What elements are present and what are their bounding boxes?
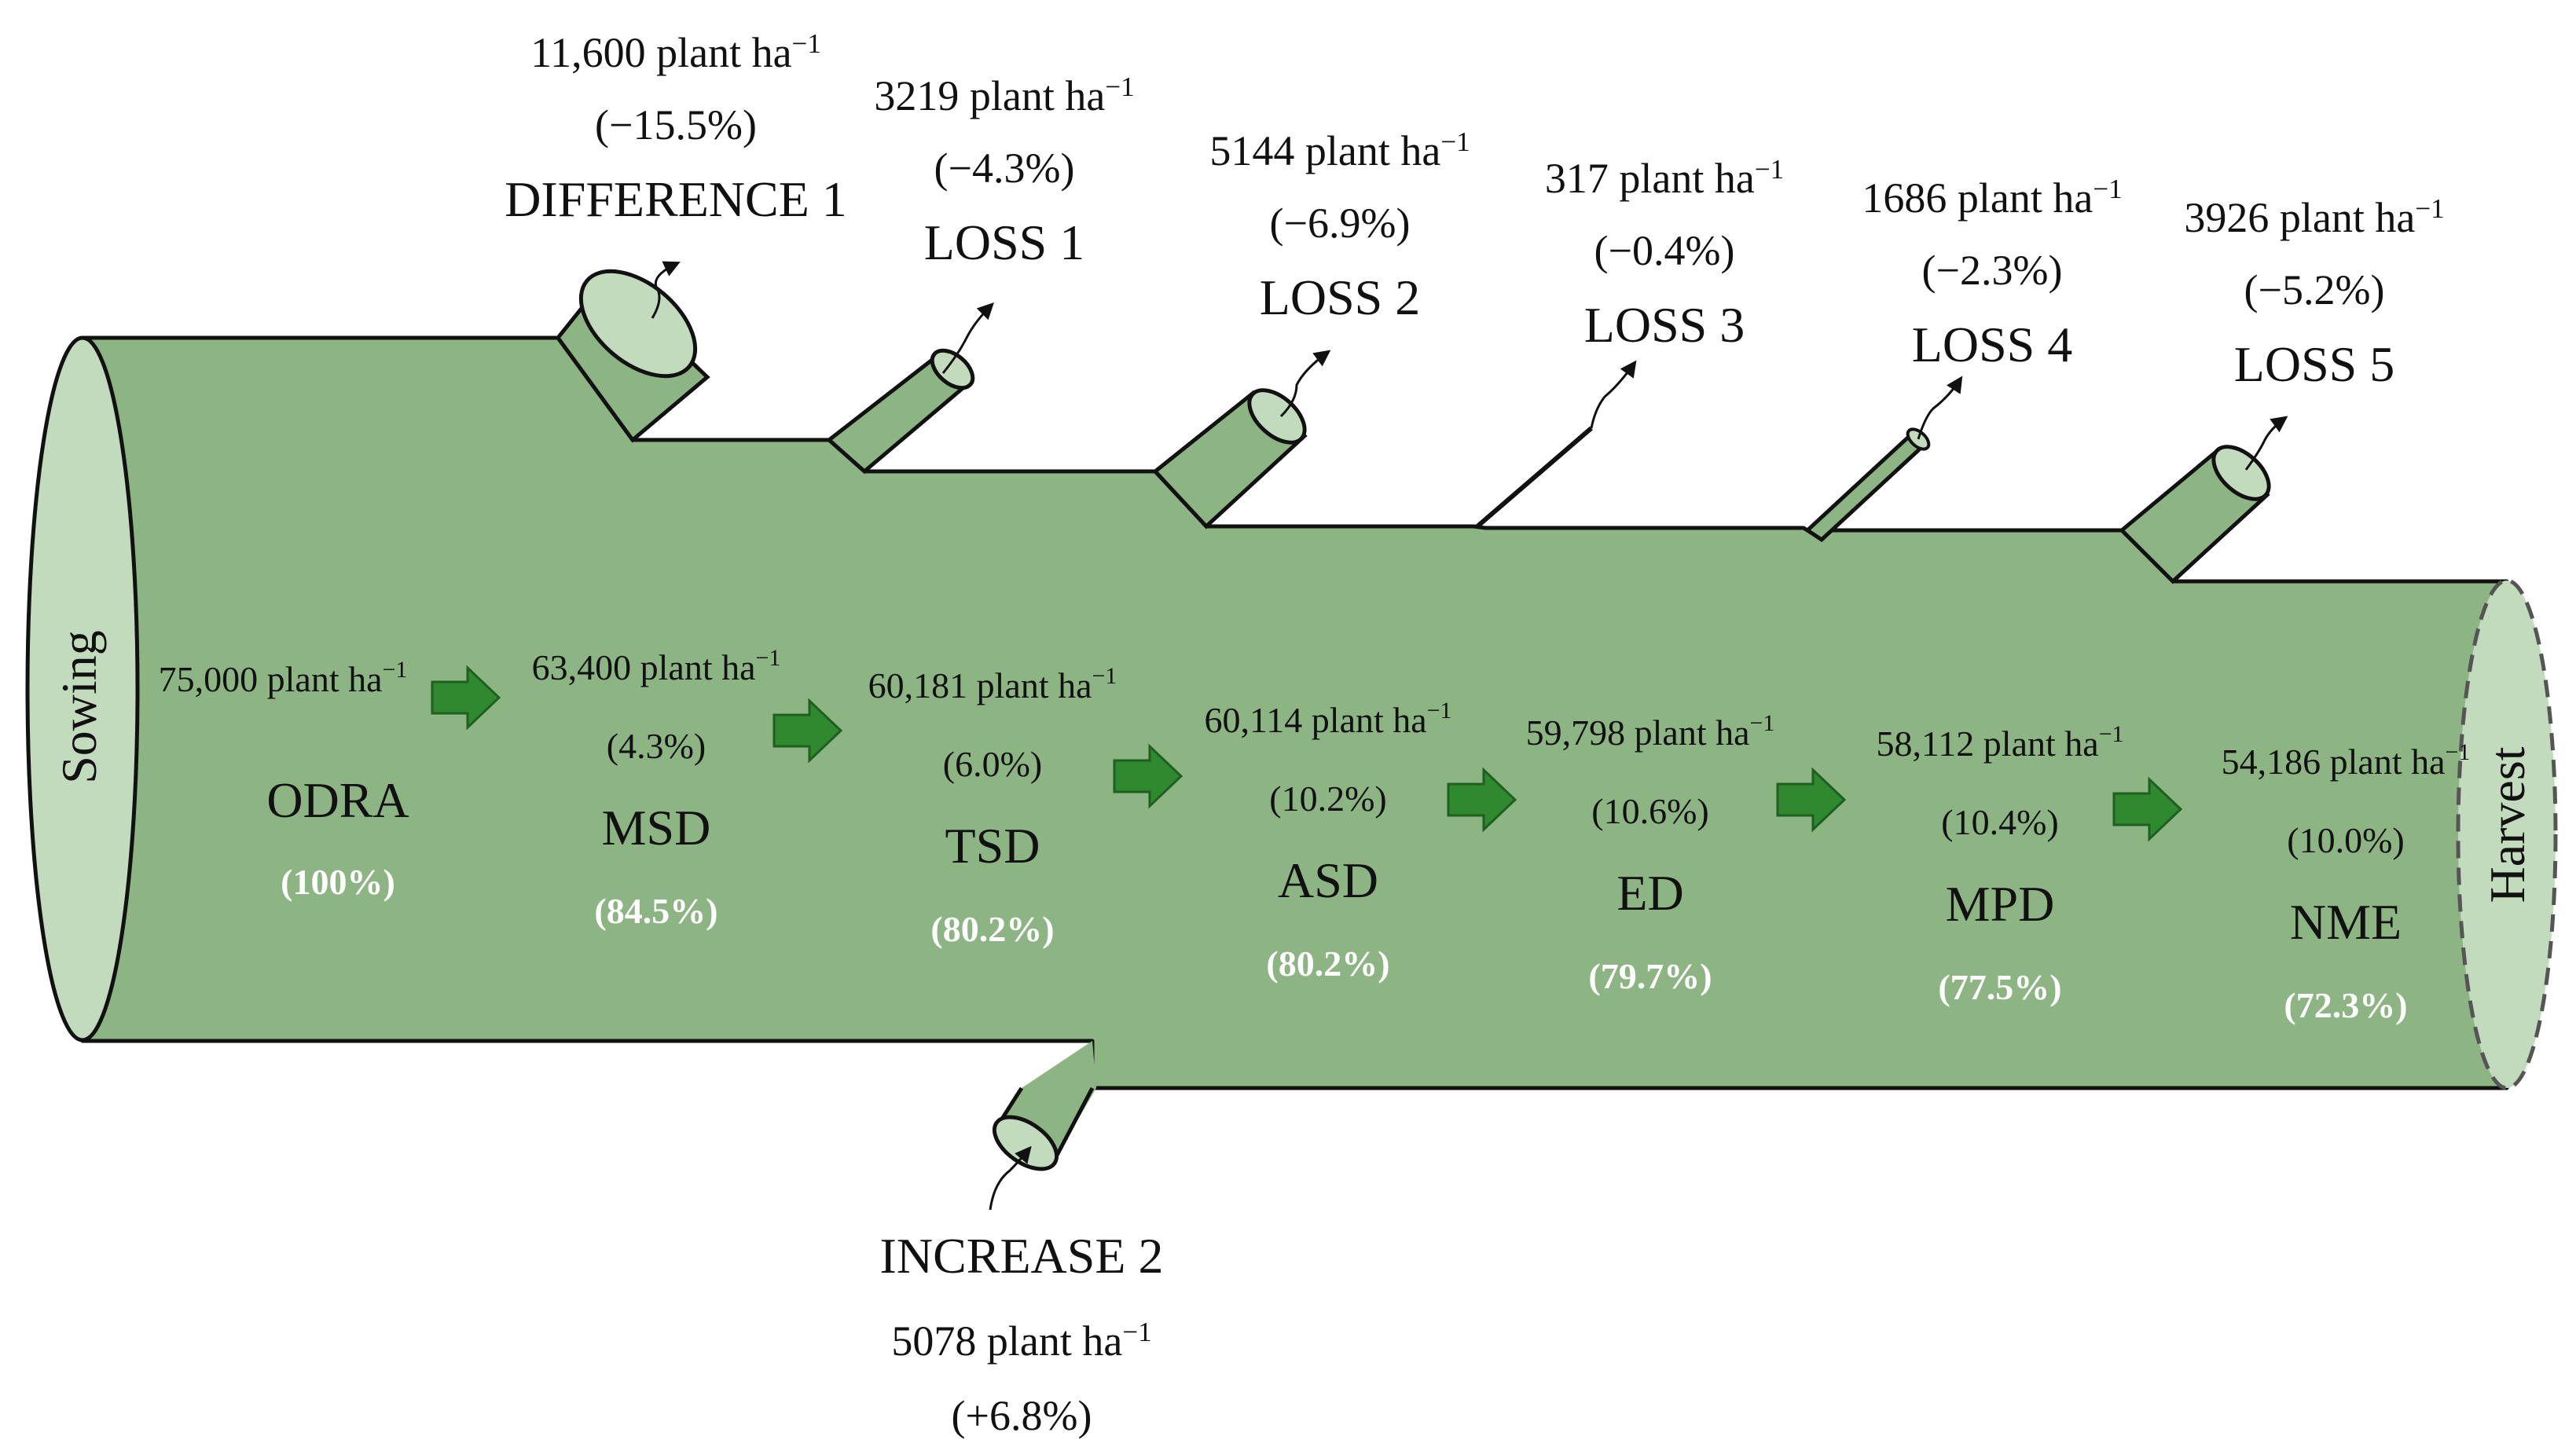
branch-loss-3	[1476, 426, 1593, 529]
stage-count: 54,186 plant ha−1	[2222, 739, 2471, 782]
stage-percent: (77.5%)	[1938, 967, 2061, 1007]
stage-cv: (6.0%)	[943, 744, 1042, 784]
sowing-end-cap	[25, 335, 140, 1042]
stage-arrow	[1776, 767, 1847, 833]
loss-2-percent: (−6.9%)	[1270, 200, 1411, 247]
stage-count: 59,798 plant ha−1	[1526, 710, 1775, 753]
stage-name: MSD	[602, 800, 711, 856]
loss-3-name: LOSS 3	[1584, 297, 1745, 353]
branch-loss-1	[826, 348, 975, 475]
sowing-label: Sowing	[51, 630, 107, 784]
label-loss-4: 1686 plant ha−1 (−2.3%) LOSS 4	[1862, 174, 2122, 372]
label-difference-1: 11,600 plant ha−1 (−15.5%) DIFFERENCE 1	[505, 28, 847, 227]
stage-tsd: 60,181 plant ha−1 (6.0%) TSD (80.2%)	[868, 663, 1117, 949]
branch-arrows	[651, 261, 2288, 1211]
stage-name: ASD	[1278, 852, 1378, 908]
label-loss-2: 5144 plant ha−1 (−6.9%) LOSS 2	[1209, 126, 1470, 325]
increase-2-name: INCREASE 2	[880, 1228, 1164, 1284]
loss-5-count: 3926 plant ha−1	[2184, 193, 2444, 241]
stage-count: 75,000 plant ha−1	[159, 657, 408, 699]
bottom-label: INCREASE 2 5078 plant ha−1 (+6.8%)	[880, 1228, 1164, 1439]
stage-cv: (10.4%)	[1941, 802, 2058, 842]
stage-name: ODRA	[266, 772, 409, 828]
stage-count: 58,112 plant ha−1	[1877, 721, 2124, 764]
stage-arrow	[431, 665, 501, 731]
branch-loss-5	[2119, 445, 2271, 584]
loss-4-count: 1686 plant ha−1	[1862, 174, 2122, 222]
loss-4-percent: (−2.3%)	[1922, 247, 2063, 294]
stage-cv: (10.2%)	[1269, 779, 1386, 819]
stage-percent: (100%)	[281, 862, 395, 902]
stage-arrow	[2112, 776, 2183, 842]
increase-2-percent: (+6.8%)	[952, 1392, 1092, 1439]
stage-percent: (80.2%)	[1266, 944, 1389, 984]
stage-ed: 59,798 plant ha−1 (10.6%) ED (79.7%)	[1526, 710, 1775, 996]
stage-arrow	[1113, 743, 1183, 809]
difference-1-count: 11,600 plant ha−1	[530, 28, 821, 76]
stage-arrow	[772, 698, 843, 764]
stage-count: 63,400 plant ha−1	[532, 645, 781, 687]
stage-arrow	[1447, 767, 1517, 833]
branch-loss-2	[1152, 388, 1308, 529]
stage-arrows	[431, 665, 2183, 842]
loss-2-name: LOSS 2	[1260, 269, 1421, 325]
loss-1-name: LOSS 1	[924, 214, 1085, 270]
loss-4-name: LOSS 4	[1912, 317, 2073, 372]
loss-1-percent: (−4.3%)	[934, 145, 1075, 192]
loss-2-count: 5144 plant ha−1	[1209, 126, 1470, 174]
loss-1-count: 3219 plant ha−1	[874, 71, 1134, 119]
stage-msd: 63,400 plant ha−1 (4.3%) MSD (84.5%)	[532, 645, 781, 931]
loss-5-name: LOSS 5	[2234, 336, 2395, 392]
stage-name: TSD	[945, 818, 1040, 874]
stage-nme: 54,186 plant ha−1 (10.0%) NME (72.3%)	[2222, 739, 2471, 1025]
label-loss-5: 3926 plant ha−1 (−5.2%) LOSS 5	[2184, 193, 2444, 392]
stage-percent: (79.7%)	[1588, 956, 1712, 996]
loss-3-count: 317 plant ha−1	[1545, 154, 1784, 202]
stage-percent: (72.3%)	[2284, 985, 2407, 1025]
label-loss-1: 3219 plant ha−1 (−4.3%) LOSS 1	[874, 71, 1134, 270]
stage-cv: (4.3%)	[607, 726, 706, 766]
branch-increase-2	[992, 1041, 1096, 1171]
stage-count: 60,181 plant ha−1	[868, 663, 1117, 705]
difference-1-percent: (−15.5%)	[595, 101, 757, 148]
branch-difference-1	[555, 269, 710, 443]
stage-count: 60,114 plant ha−1	[1205, 698, 1452, 740]
stage-name: MPD	[1946, 876, 2055, 932]
stage-mpd: 58,112 plant ha−1 (10.4%) MPD (77.5%)	[1877, 721, 2124, 1007]
stage-name: ED	[1616, 865, 1683, 921]
stage-asd: 60,114 plant ha−1 (10.2%) ASD (80.2%)	[1205, 698, 1452, 984]
harvest-label: Harvest	[2479, 746, 2535, 903]
loss-5-percent: (−5.2%)	[2244, 266, 2385, 313]
stage-cv: (10.0%)	[2287, 820, 2404, 860]
top-labels: 11,600 plant ha−1 (−15.5%) DIFFERENCE 1 321…	[505, 28, 2444, 392]
stage-name: NME	[2290, 894, 2402, 950]
increase-2-count: 5078 plant ha−1	[891, 1317, 1151, 1365]
harvest-end-cap	[2456, 578, 2558, 1090]
loss-3-percent: (−0.4%)	[1594, 227, 1735, 274]
branch-loss-4	[1804, 427, 1931, 543]
label-loss-3: 317 plant ha−1 (−0.4%) LOSS 3	[1545, 154, 1784, 353]
stage-percent: (84.5%)	[594, 891, 717, 931]
stage-percent: (80.2%)	[930, 909, 1054, 949]
difference-1-name: DIFFERENCE 1	[505, 171, 847, 227]
stage-cv: (10.6%)	[1591, 791, 1708, 831]
